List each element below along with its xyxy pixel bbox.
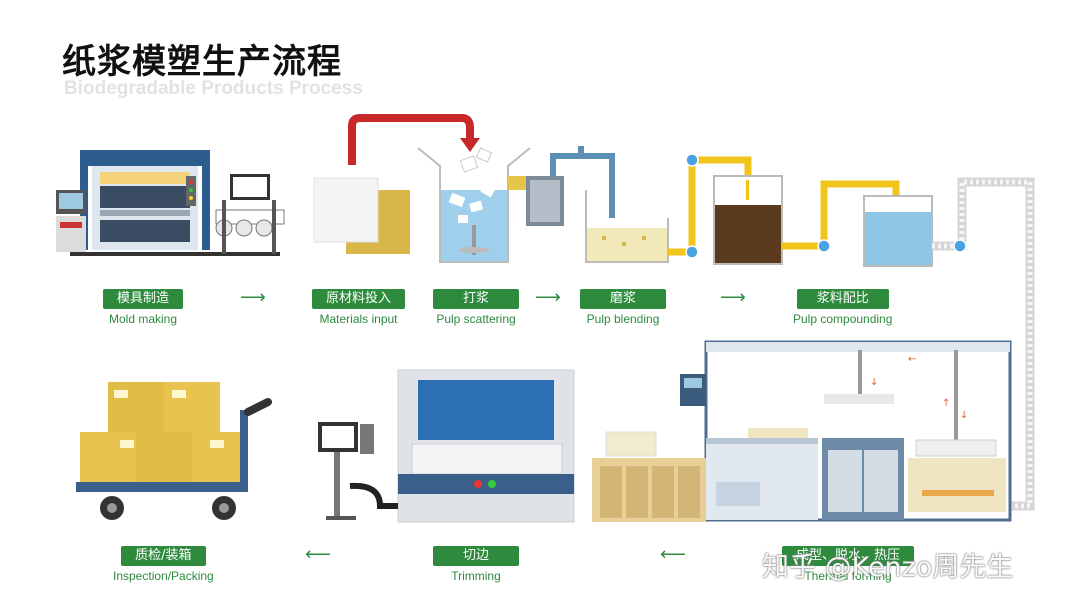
valve-icon — [685, 245, 699, 259]
step-badge: 成型、脱水、热压 — [782, 546, 915, 566]
page-title: 纸浆模塑生产流程 — [62, 42, 342, 82]
step-thermal-forming: 成型、脱水、热压 Thermal forming — [782, 544, 915, 583]
step-badge: 磨浆 — [580, 289, 667, 309]
step-english-label: Materials input — [319, 312, 398, 326]
svg-text:←: ← — [908, 354, 916, 365]
feed-arrow-icon — [460, 138, 480, 152]
valve-icon — [817, 239, 831, 253]
pulp-compounding-tank-illustration — [713, 175, 783, 265]
step-pulp-compounding: 浆料配比 Pulp compounding — [793, 287, 892, 326]
page-subtitle: Biodegradable Products Process — [64, 78, 363, 99]
svg-text:↓: ↓ — [960, 410, 968, 421]
feed-pipe-red — [348, 114, 474, 165]
step-english-label: Inspection/Packing — [113, 569, 214, 583]
step-inspection-packing: 质检/装箱 Inspection/Packing — [113, 544, 214, 583]
step-pulp-blending: 磨浆 Pulp blending — [580, 287, 667, 326]
step-english-label: Pulp scattering — [436, 312, 516, 326]
raw-materials-illustration — [313, 177, 410, 254]
flow-arrow-right-icon: ⟶ — [240, 287, 266, 308]
packing-cart-illustration — [76, 382, 272, 520]
step-badge: 打浆 — [433, 289, 520, 309]
valve-icon — [685, 153, 699, 167]
step-english-label: Pulp blending — [586, 312, 660, 326]
transfer-pipe-yellow-2 — [782, 180, 900, 250]
step-materials-input: 原材料投入 Materials input — [312, 287, 406, 326]
step-pulp-scattering: 打浆 Pulp scattering — [433, 287, 520, 326]
flow-arrow-right-icon: ⟶ — [535, 287, 561, 308]
step-badge: 切边 — [433, 546, 520, 566]
svg-text:↓: ↓ — [870, 377, 878, 388]
step-english-label: Mold making — [108, 312, 178, 326]
thermal-forming-line-illustration: ↓ ↑ ↓ ← — [592, 340, 1012, 522]
step-english-label: Trimming — [451, 569, 501, 583]
flow-arrow-left-icon: ⟵ — [660, 544, 686, 565]
pulp-scattering-tank-illustration — [417, 147, 531, 263]
svg-text:↑: ↑ — [942, 398, 950, 409]
pulp-blending-illustration — [526, 146, 669, 263]
step-badge: 浆料配比 — [796, 289, 889, 309]
flow-arrow-right-icon: ⟶ — [720, 287, 746, 308]
step-badge: 质检/装箱 — [121, 546, 206, 566]
step-badge: 原材料投入 — [312, 289, 406, 309]
trimming-machine-illustration — [318, 369, 575, 523]
flow-arrow-left-icon: ⟵ — [305, 544, 331, 565]
watermark: 知乎 @Kenzo周先生 — [762, 552, 1014, 583]
step-trimming: 切边 Trimming — [433, 544, 520, 583]
step-badge: 模具制造 — [103, 289, 184, 309]
step-english-label: Pulp compounding — [793, 312, 893, 326]
mixing-tank-illustration — [863, 195, 933, 267]
valve-icon — [953, 239, 967, 253]
step-english-label: Thermal forming — [804, 569, 892, 583]
step-mold-making: 模具制造 Mold making — [103, 287, 184, 326]
mold-machine-illustration — [56, 150, 285, 256]
